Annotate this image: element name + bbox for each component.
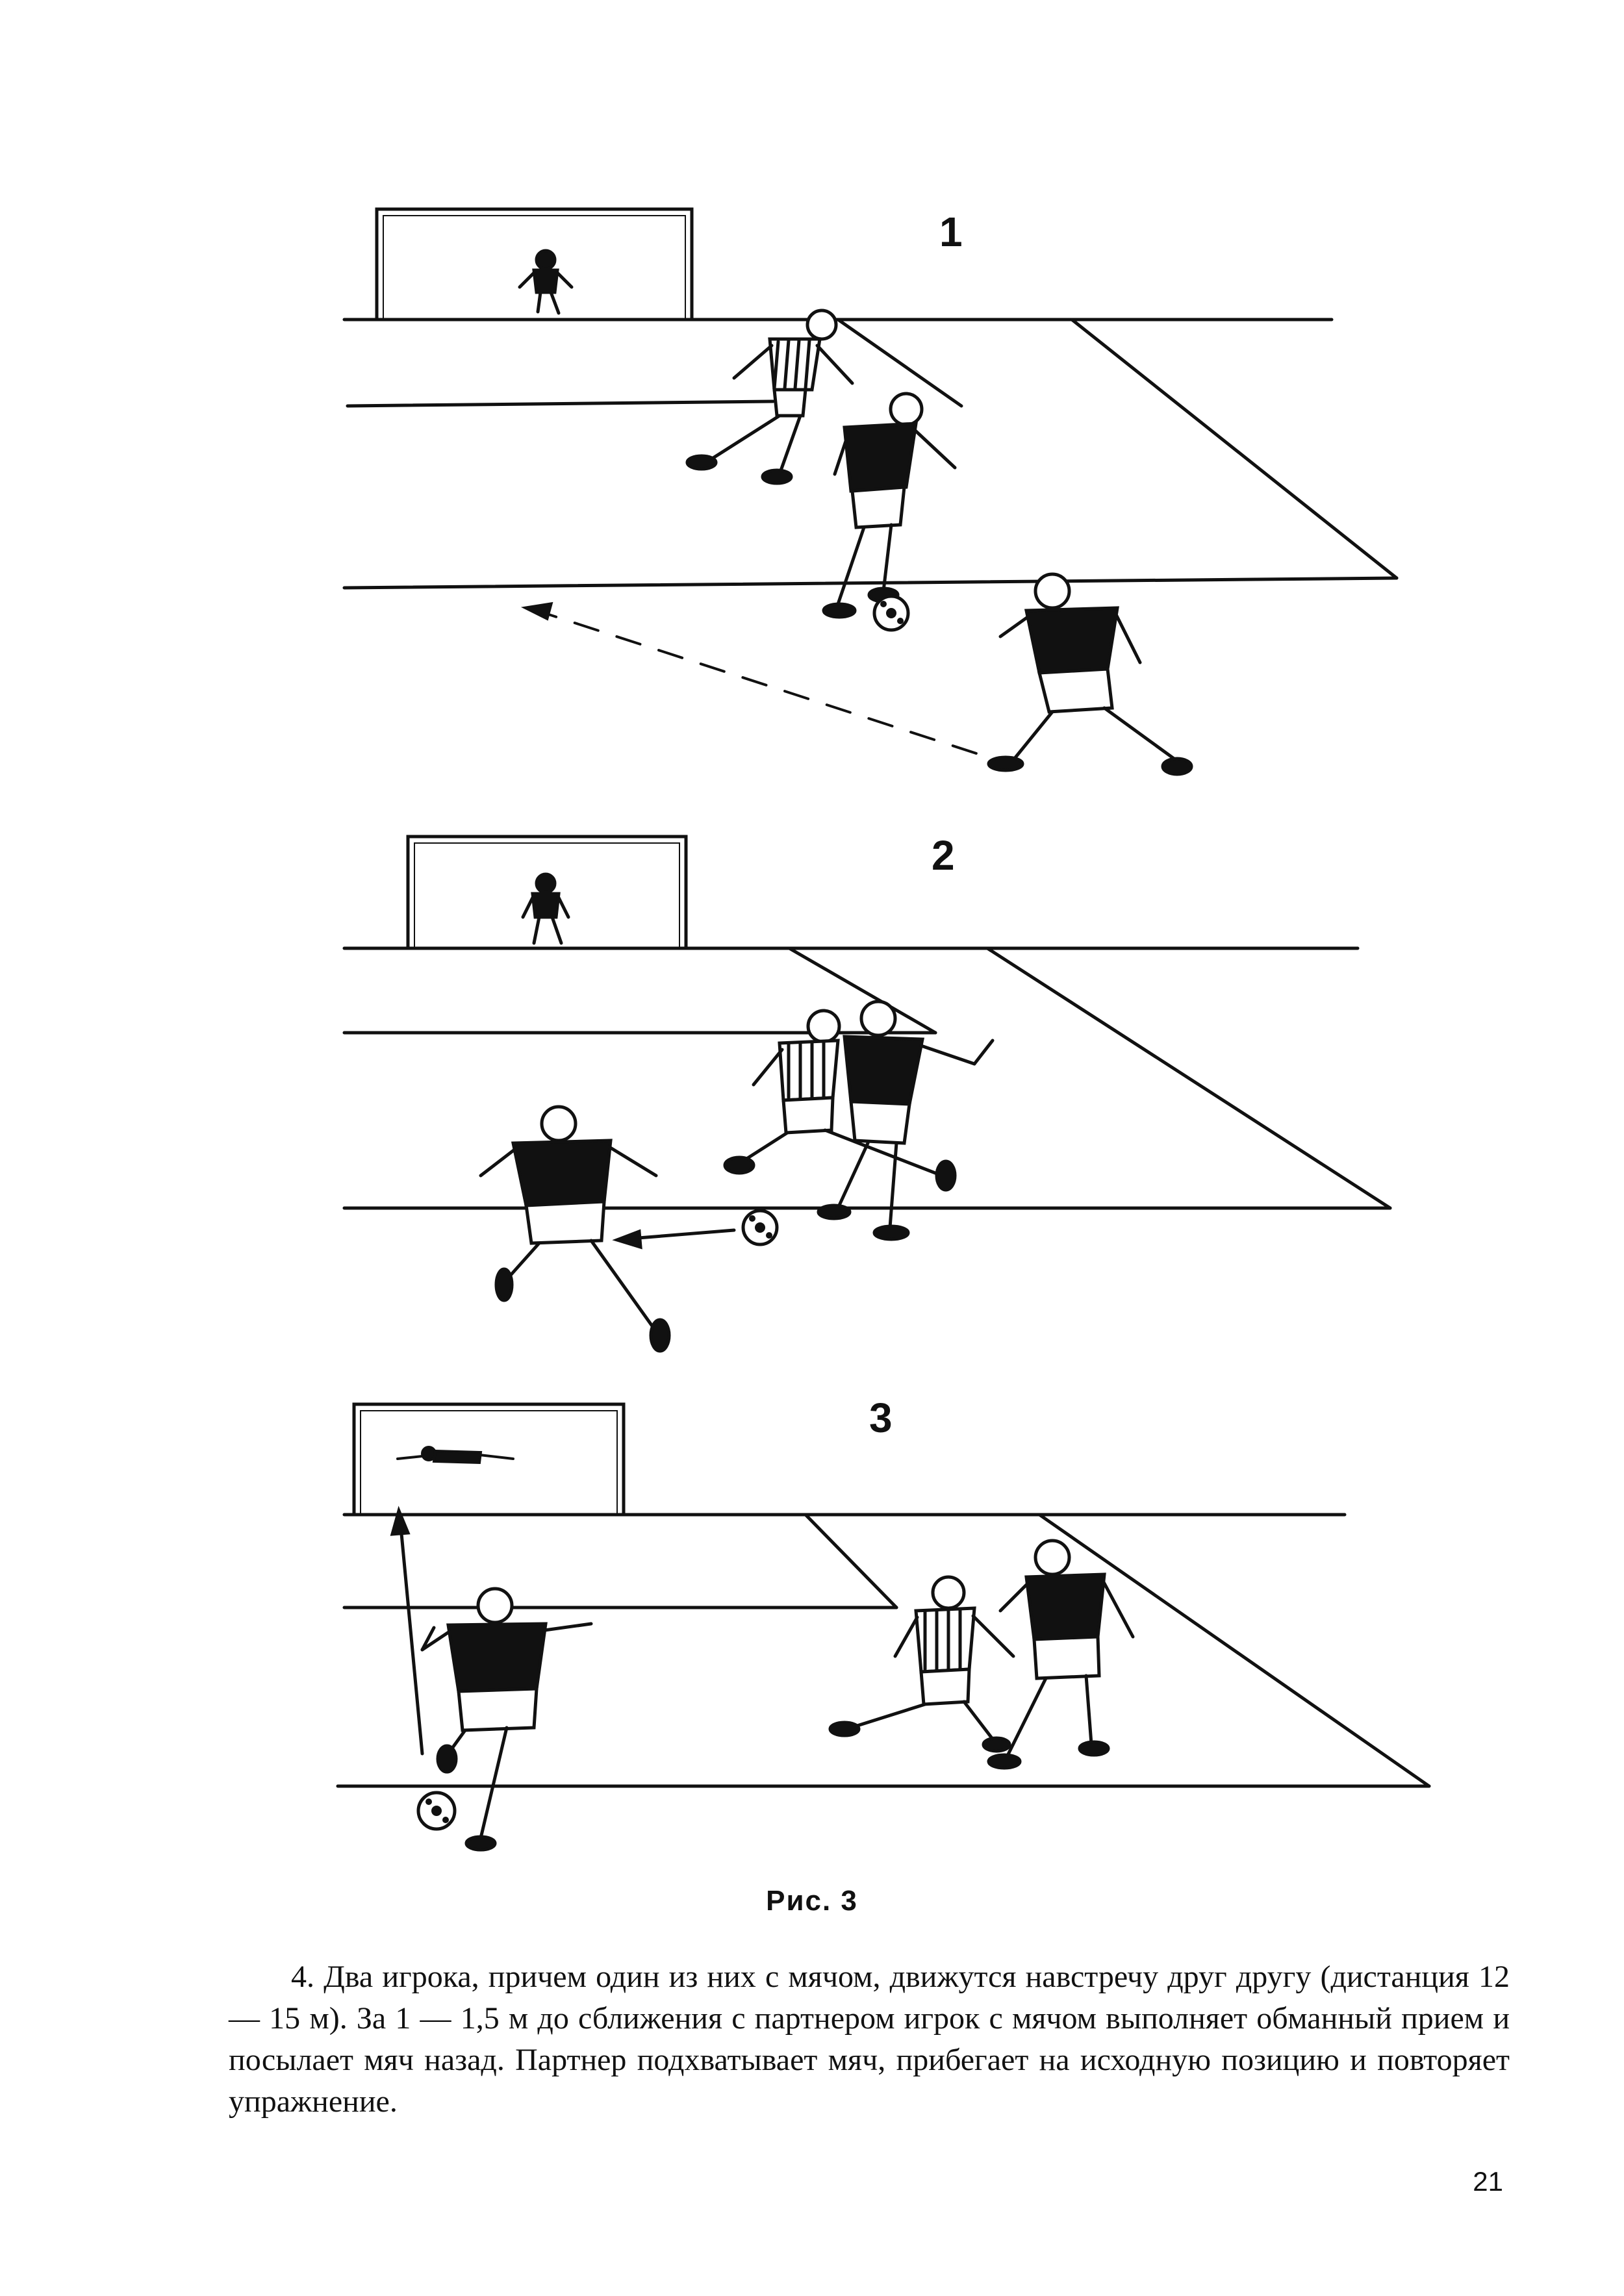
panel-label-1: 1 <box>939 208 963 255</box>
panel-2-drawing <box>342 835 1392 1353</box>
goalkeeper-2 <box>521 872 570 945</box>
goal-3 <box>352 1402 626 1517</box>
pass-arrow-2 <box>612 1228 736 1250</box>
figure-panel-3: 3 <box>0 1390 1624 1884</box>
player-striped-1 <box>685 309 854 485</box>
player-partner-1 <box>987 572 1193 776</box>
body-paragraph: 4. Два игрока, причем один из них с мячо… <box>229 1960 1510 2119</box>
player-shooter-3 <box>420 1587 593 1852</box>
player-partner-2 <box>479 1105 671 1353</box>
goalkeeper-1 <box>518 249 574 315</box>
field-lines-1 <box>342 318 1399 590</box>
goalkeeper-3 <box>396 1446 514 1465</box>
panel-label-3: 3 <box>869 1394 893 1441</box>
ball-1 <box>872 594 910 632</box>
figure-caption: Рис. 3 <box>766 1885 858 1917</box>
panel-3-drawing <box>336 1402 1431 1852</box>
player-striped-3 <box>828 1575 1015 1753</box>
player-attacker-1 <box>822 392 957 619</box>
panel-label-2: 2 <box>932 832 955 879</box>
shot-arrow-3 <box>390 1506 424 1756</box>
player-striped-2 <box>723 1009 957 1192</box>
player-attacker-2 <box>817 1000 995 1241</box>
panel-1-drawing <box>342 207 1399 776</box>
goal-1 <box>375 207 694 322</box>
figure-panel-2: 2 <box>0 825 1624 1383</box>
ball-3 <box>416 1791 457 1831</box>
pass-arrow-1 <box>520 601 1028 771</box>
figure-panel-1: 1 <box>0 195 1624 812</box>
player-defender-3 <box>987 1539 1135 1770</box>
ball-2 <box>741 1209 779 1246</box>
field-lines-3 <box>336 1513 1431 1788</box>
page-number: 21 <box>1473 2166 1503 2197</box>
